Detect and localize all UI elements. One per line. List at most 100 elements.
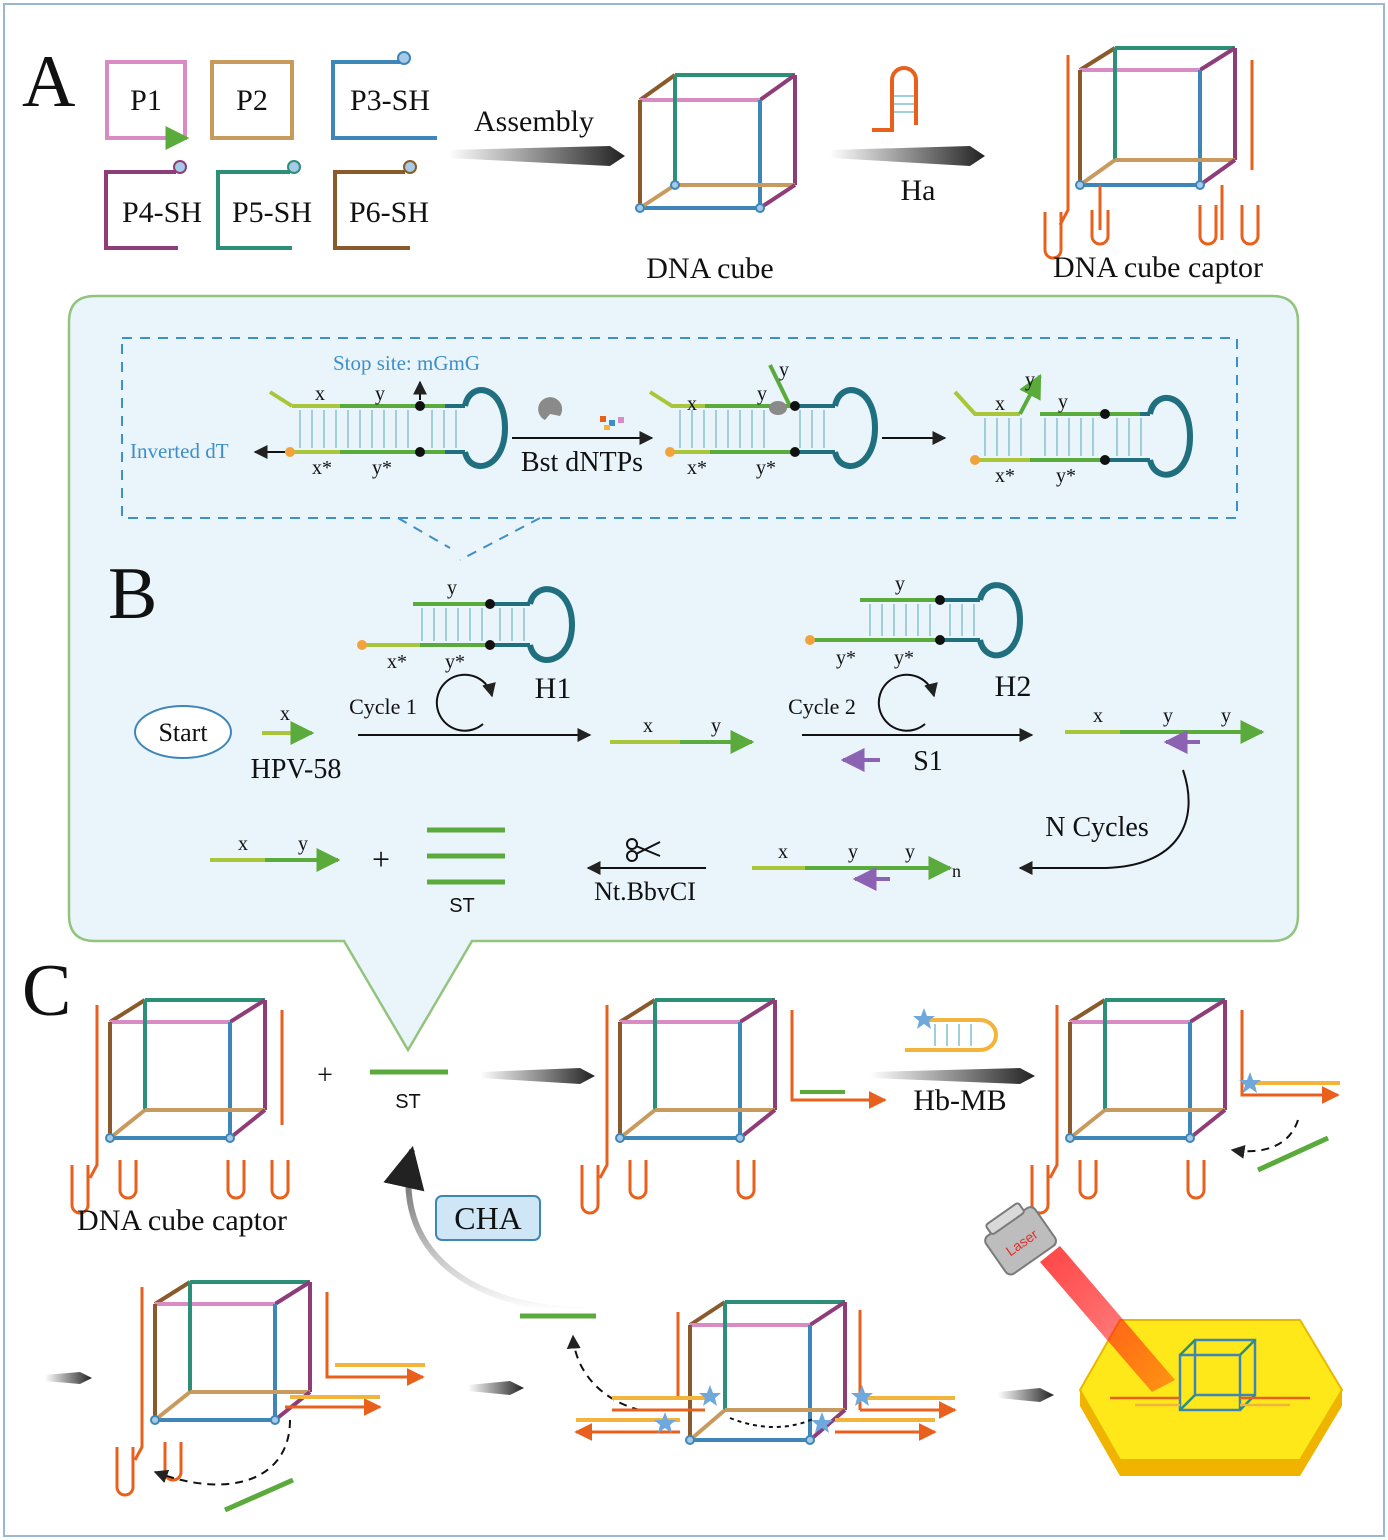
scissors-icon [626, 838, 661, 862]
dna-cube [635, 73, 797, 213]
start-oval [134, 705, 232, 759]
seg-label: y* [1056, 465, 1076, 487]
seg-label: x [687, 393, 697, 415]
laser-icon: Laser [984, 1202, 1057, 1276]
n-cycles-label: N Cycles [1045, 812, 1148, 843]
outer-border [3, 3, 1385, 1537]
panel-b-callout [67, 294, 1300, 1053]
cycle2-label: Cycle 2 [788, 694, 856, 719]
st-label: ST [449, 895, 475, 917]
seg-label: x* [995, 465, 1015, 487]
seg-label: x [238, 833, 248, 855]
seg-label: y* [836, 647, 856, 669]
seg-label: x [280, 703, 290, 725]
panel-b: x y x* y* Stop site: mGmG Inverted dT Bs… [67, 294, 1300, 1053]
seg-label: y [375, 383, 385, 405]
strand-p1: P1 [105, 60, 190, 150]
seg-label: y [1221, 705, 1231, 727]
seg-label: y [848, 841, 858, 863]
assembled-cube [574, 1300, 957, 1445]
panel-c: C DNA cube captor + ST [22, 950, 1344, 1513]
seg-label: x* [312, 457, 332, 479]
plus-sign-c: + [317, 1060, 333, 1091]
panel-a: A P1 P2 P3-SH P4-SH P5-SH [22, 41, 1263, 285]
panel-c-label: C [22, 950, 71, 1032]
seg-label: y [905, 841, 915, 863]
hb-mb-label: Hb-MB [913, 1084, 1006, 1117]
seg-label: x* [387, 651, 407, 673]
hpv-label: HPV-58 [251, 754, 342, 785]
strand-label: P5-SH [232, 196, 312, 229]
strand-p5-sh: P5-SH [216, 160, 312, 250]
strand-p4-sh: P4-SH [104, 160, 202, 250]
seg-label: y [757, 383, 767, 405]
strand-label: P1 [130, 84, 162, 117]
laser-beam [1040, 1246, 1175, 1392]
stop-site-label: Stop site: mGmG [333, 351, 480, 375]
seg-label: y [1163, 705, 1173, 727]
captor-cube-3 [1030, 998, 1340, 1215]
h1-label: H1 [535, 672, 572, 705]
step-arrow-c3 [45, 1372, 92, 1384]
strand-label: P2 [236, 84, 268, 117]
st-strand-released [223, 1477, 295, 1513]
seg-label: x [1093, 705, 1103, 727]
panel-b-label: B [108, 553, 157, 635]
h1-hairpin: y x* y* [357, 577, 576, 673]
cycle1-label: Cycle 1 [349, 694, 417, 719]
captor-label-c: DNA cube captor [77, 1204, 287, 1237]
seg-label: y [779, 359, 789, 381]
seg-label: y* [445, 651, 465, 673]
hairpin-template-1: x y x* y* [253, 380, 509, 479]
cha-recycle-arrow [383, 1145, 591, 1313]
ha-arrow [830, 146, 985, 166]
dna-cube-label: DNA cube [646, 252, 773, 285]
seg-label: y [1058, 391, 1068, 413]
plus-sign: + [372, 841, 390, 877]
seg-label: x [995, 393, 1005, 415]
ha-hairpin [872, 66, 918, 132]
polymerase-icon [538, 397, 563, 420]
n-cycles-arrow [1018, 769, 1190, 875]
seg-label: y [711, 715, 721, 737]
cha-label: CHA [454, 1200, 522, 1236]
assembly-label: Assembly [474, 105, 594, 138]
step-arrow-c4 [468, 1381, 524, 1395]
n-subscript: n [952, 861, 961, 881]
captor-cube-4 [115, 1280, 425, 1497]
cycle1-loop-icon [435, 673, 496, 732]
cha-box [435, 1195, 541, 1241]
step-arrow-c2 [870, 1068, 1035, 1084]
cycle2-loop-icon [877, 673, 938, 732]
start-label: Start [158, 718, 208, 747]
strand-label: P3-SH [350, 84, 430, 117]
dna-cube-captor [1043, 46, 1260, 260]
s1-label: S1 [913, 746, 943, 777]
seg-label: x [778, 841, 788, 863]
strand-p2: P2 [210, 60, 294, 140]
h2-hairpin: y y* y* [805, 573, 1024, 669]
seg-label: y [1025, 369, 1035, 391]
dashed-arrow [153, 1419, 291, 1486]
dntps-icon [600, 416, 624, 430]
dashed-arrow [1230, 1119, 1299, 1159]
st-strands [427, 827, 505, 885]
hairpin-template-2: x y y x* y* [648, 359, 879, 479]
seg-label: y [447, 577, 457, 599]
inverted-dt-label: Inverted dT [130, 439, 229, 463]
step-arrow-c1 [480, 1068, 595, 1084]
nicking-label: Nt.BbvCI [594, 877, 696, 906]
st-label-c: ST [395, 1091, 421, 1113]
hairpin-template-3: x y y x* y* [953, 369, 1194, 487]
bst-label: Bst dNTPs [521, 447, 643, 478]
assembly-arrow [448, 146, 625, 166]
strand-label: P4-SH [122, 196, 202, 229]
step-arrow-c5 [998, 1388, 1054, 1402]
seg-label: y* [372, 457, 392, 479]
captor-cube-1 [70, 998, 290, 1215]
strand-p3-sh: P3-SH [331, 51, 437, 140]
seg-label: y* [894, 647, 914, 669]
seg-label: y [298, 833, 308, 855]
dna-cube-captor-label: DNA cube captor [1053, 251, 1263, 284]
